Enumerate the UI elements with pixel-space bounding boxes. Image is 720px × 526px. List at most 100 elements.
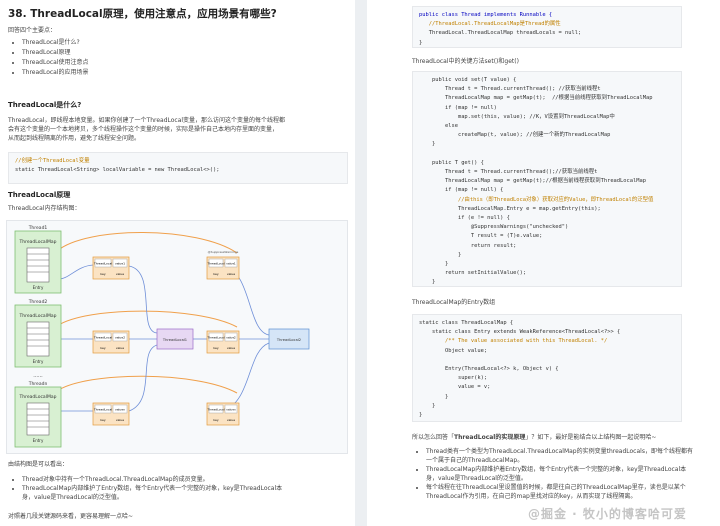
after-caption: 由结构图是可以看出： — [8, 461, 69, 468]
code-line: static ThreadLocal<String> localVariable… — [15, 167, 220, 174]
value-label: valuen — [115, 408, 125, 412]
thread-group-n: Threadn ThreadLocalMap Entry — [14, 381, 62, 448]
arrow — [128, 344, 158, 412]
tl-label: ThreadLocal — [206, 336, 224, 340]
code-line: T result = (T)e.value; — [419, 233, 543, 240]
list-item: Thread类有一个类型为ThreadLocal.ThreadLocalMap的… — [426, 447, 720, 465]
arrow — [56, 310, 238, 328]
right-page: public class Thread implements Runnable … — [368, 0, 720, 526]
list-item: ThreadLocal使用注意点 — [22, 58, 89, 68]
entry-box: ThreadLocal valuen key value — [92, 402, 130, 426]
watermark: @掘金 · 牧小的博客哈可爱 — [528, 507, 687, 521]
list-item-text: 身，value是ThreadLocal的泛型值。 — [426, 475, 527, 482]
diagram-svg: Thread1 ThreadLocalMap Entry Thread2 Thr… — [14, 225, 310, 448]
arrow — [128, 265, 158, 334]
list-item: ThreadLocalMap内部维护着Entry数组，每个Entry代表一个完整… — [426, 465, 720, 483]
page-title: 38. ThreadLocal原理，使用注意点，应用场景有哪些? — [8, 8, 277, 20]
list-item-text: 每个线程在往ThreadLocal里设置值的时候，都是往自己的ThreadLoc… — [426, 484, 686, 491]
entry-label: Entry — [33, 285, 44, 290]
code-line: Thread t = Thread.currentThread(); //获取当… — [419, 86, 601, 93]
list-item: ThreadLocal是什么? — [22, 38, 89, 48]
code-line: Thread t = Thread.currentThread();//获取当前… — [419, 169, 598, 176]
entry-label: Entry — [33, 359, 44, 364]
key-label: key — [213, 272, 218, 276]
caption-part: 」？如下，最好是能结合以上结构图一起说明哈~ — [525, 434, 657, 441]
code-line: } — [419, 251, 462, 258]
arrow — [58, 264, 94, 280]
annotation-label: @SuppressWarnings — [208, 250, 239, 254]
key-label: key — [100, 418, 105, 422]
code-line: if (e != null) { — [419, 215, 510, 222]
thread-label: Thread2 — [28, 299, 48, 305]
caption-bold: ThreadLocal的实现原理 — [454, 434, 526, 441]
paragraph-line: 会有这个变量的一个本地拷贝，多个线程操作这个变量的时候，实际是操作自己本地内存里… — [8, 126, 279, 133]
code-line: //ThreadLocal.ThreadLocalMap是Thread的属性 — [419, 21, 561, 28]
code-line: createMap(t, value); //创建一个新的ThreadLocal… — [419, 132, 611, 139]
code-line: //由this（即ThreadLoca对象）获取对应的Value，即Thread… — [419, 196, 654, 203]
entry-label: Entry — [33, 438, 44, 443]
entry-box: ThreadLocal value2 key value — [92, 330, 130, 354]
left-page: 38. ThreadLocal原理，使用注意点，应用场景有哪些? 回答四个主要点… — [0, 0, 352, 526]
value-label: value — [227, 346, 235, 350]
code-line: //创建一个ThreadLocal变量 — [15, 158, 90, 164]
thread-label: Threadn — [28, 381, 48, 387]
code-line: if (map != null) { — [419, 187, 504, 194]
what-paragraph: ThreadLocal，即线程本地变量。如果你创建了一个ThreadLocal变… — [8, 116, 348, 143]
list-item-text: ThreadLocalMap内部维护着Entry数组，每个Entry代表一个完整… — [426, 466, 687, 473]
ellipsis: ...... — [33, 373, 43, 379]
key-label: key — [100, 346, 105, 350]
code-line: } — [419, 393, 449, 400]
diagram-caption: ThreadLocal内存结构图： — [8, 205, 81, 212]
code-line: } — [419, 412, 423, 419]
value-label: value — [116, 272, 124, 276]
code-line: if (map != null) — [419, 104, 497, 111]
tl-label: ThreadLocal — [93, 262, 112, 266]
list-item: 每个线程在往ThreadLocal里设置值的时候，都是往自己的ThreadLoc… — [426, 483, 720, 501]
threadlocal1-node: ThreadLocal1 — [156, 328, 194, 350]
code-block-thread: public class Thread implements Runnable … — [412, 6, 682, 48]
key-label: key — [213, 418, 218, 422]
key-label: key — [100, 272, 105, 276]
code-line: } — [419, 141, 436, 148]
code-block: //创建一个ThreadLocal变量 static ThreadLocal<S… — [8, 152, 348, 184]
entry-box: ThreadLocal value1 key value — [92, 256, 130, 280]
tl-label: ThreadLocal — [206, 262, 224, 266]
code-line: public void set(T value) { — [419, 77, 517, 83]
value-label: value — [116, 418, 124, 422]
shared-label: ThreadLocal2 — [276, 338, 301, 342]
arrow — [56, 375, 238, 394]
code-line: value = v; — [419, 384, 491, 391]
code-block-set-get: public void set(T value) { Thread t = Th… — [412, 71, 682, 287]
code-line: } — [419, 402, 436, 409]
code-line: static class ThreadLocalMap { — [419, 320, 514, 326]
code-line: Entry(ThreadLocal<?> k, Object v) { — [419, 366, 559, 373]
code-line: /** The value associated with this Threa… — [419, 338, 608, 345]
list-item-text: 身，value是ThreadLocal的泛型值。 — [22, 494, 123, 501]
paragraph-line: 从而起到线程隔离的作用，避免了线程安全问题。 — [8, 135, 141, 142]
list-item: ThreadLocalMap内部维护了Entry数组，每个Entry代表一个完整… — [22, 484, 352, 502]
tl-label: ThreadLocal — [206, 408, 224, 412]
code-line: return result; — [419, 242, 517, 249]
code-line: public T get() { — [419, 159, 484, 166]
entry-box: ThreadLocal valuen key value — [206, 402, 240, 426]
value-label: value — [116, 346, 124, 350]
value-label: value2 — [226, 336, 236, 340]
code-line: Object value; — [419, 347, 488, 354]
value-label: value — [227, 418, 235, 422]
code-line: } — [419, 279, 436, 286]
code-line: ThreadLocalMap.Entry e = map.getEntry(th… — [419, 205, 601, 212]
page-divider — [355, 0, 367, 526]
after-points: Thread对象中持有一个ThreadLocal.ThreadLocalMap的… — [8, 475, 352, 502]
code-line: } — [419, 39, 423, 46]
entry-box: ThreadLocal value1 key value — [206, 256, 240, 280]
code-line: public class Thread implements Runnable … — [419, 12, 553, 18]
list-item: ThreadLocal原理 — [22, 48, 89, 58]
list-item-text: ThreadLocalMap内部维护了Entry数组，每个Entry代表一个完整… — [22, 485, 283, 492]
points-list: ThreadLocal是什么? ThreadLocal原理 ThreadLoca… — [8, 38, 89, 78]
entry-box: ThreadLocal value2 key value — [206, 330, 240, 354]
list-item: Thread对象中持有一个ThreadLocal.ThreadLocalMap的… — [22, 475, 352, 484]
list-item-text: Thread类有一个类型为ThreadLocal.ThreadLocalMap的… — [426, 448, 693, 455]
code-line: @SuppressWarnings("unchecked") — [419, 224, 569, 231]
arrow — [56, 232, 238, 254]
value-label: value2 — [115, 336, 125, 340]
